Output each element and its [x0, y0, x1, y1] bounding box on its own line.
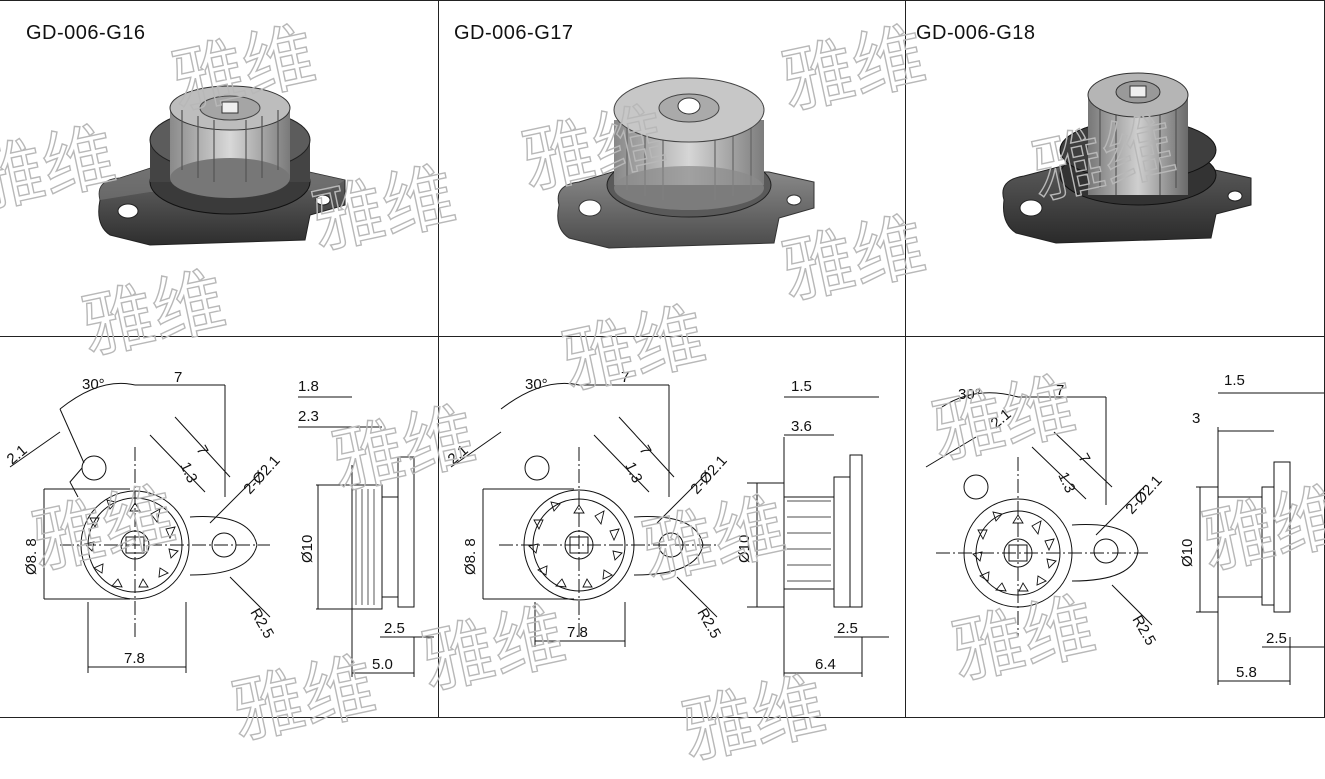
dim-radius-1: R2.5	[247, 606, 278, 642]
dim-angle-2: 30°	[525, 376, 548, 393]
dim-radius-2: R2.5	[694, 606, 725, 642]
dim-width-bottom-1: 7.8	[124, 650, 145, 667]
dim-side-b-1: 2.3	[298, 408, 319, 425]
dim-side-dia-2: Ø10	[736, 535, 753, 563]
dim-radius-3: R2.5	[1129, 613, 1160, 649]
dim-side-c-2: 2.5	[837, 620, 858, 637]
dim-side-dia-3: Ø10	[1179, 539, 1196, 567]
dim-seven-top-2: 7	[621, 369, 629, 386]
product-render-3	[1002, 72, 1252, 244]
dim-angle-1: 30°	[82, 376, 105, 393]
technical-drawing-3: 30° 7 7 2.1 1.3 2-Ø2.1 R2.5 Ø10 1.5 3 2.…	[925, 372, 1324, 685]
dim-side-dia-1: Ø10	[299, 535, 316, 563]
dim-diameter-1: Ø8. 8	[23, 538, 40, 575]
dim-angle-3: 30°	[958, 386, 981, 403]
product-code-1: GD-006-G16	[26, 22, 146, 44]
dim-side-c-1: 2.5	[384, 620, 405, 637]
photo-cell-1	[0, 0, 439, 337]
product-render-1	[98, 85, 346, 246]
dim-hole-callout-3: 2-Ø2.1	[1122, 472, 1165, 517]
photo-cell-2	[439, 0, 906, 337]
dim-13-2: 1.3	[621, 460, 645, 486]
dim-21-1: 2.1	[4, 442, 31, 468]
technical-drawing-1: 30° 7 7 2.1 1.3 2-Ø2.1 Ø8. 8 R2.5 7.8 Ø1…	[4, 369, 434, 677]
dim-side-b-3: 3	[1192, 410, 1200, 427]
dim-side-a-3: 1.5	[1224, 372, 1245, 389]
dim-side-a-2: 1.5	[791, 378, 812, 395]
product-render-2	[557, 77, 815, 249]
dim-seven-top-1: 7	[174, 369, 182, 386]
dim-side-d-1: 5.0	[372, 656, 393, 673]
dim-seven-side-3: 7	[1075, 451, 1094, 467]
technical-drawing-2: 30° 7 7 2.1 1.3 2-Ø2.1 Ø8. 8 R2.5 7.8 Ø1…	[445, 369, 889, 677]
dim-side-d-3: 5.8	[1236, 664, 1257, 681]
dim-side-c-3: 2.5	[1266, 630, 1287, 647]
dim-21-3: 2.1	[988, 406, 1015, 432]
dim-seven-side-2: 7	[636, 443, 655, 459]
dim-hole-callout-2: 2-Ø2.1	[687, 452, 730, 497]
dim-side-a-1: 1.8	[298, 378, 319, 395]
product-code-3: GD-006-G18	[916, 22, 1036, 44]
dim-seven-top-3: 7	[1056, 382, 1064, 399]
dim-side-d-2: 6.4	[815, 656, 836, 673]
dim-13-1: 1.3	[176, 460, 200, 486]
product-code-2: GD-006-G17	[454, 22, 574, 44]
dim-side-b-2: 3.6	[791, 418, 812, 435]
dim-hole-callout-1: 2-Ø2.1	[240, 452, 283, 497]
dim-21-2: 2.1	[445, 442, 472, 468]
dim-width-bottom-2: 7.8	[567, 624, 588, 641]
dim-seven-side-1: 7	[193, 443, 212, 459]
dim-13-3: 1.3	[1054, 470, 1078, 496]
dim-diameter-2: Ø8. 8	[462, 538, 479, 575]
